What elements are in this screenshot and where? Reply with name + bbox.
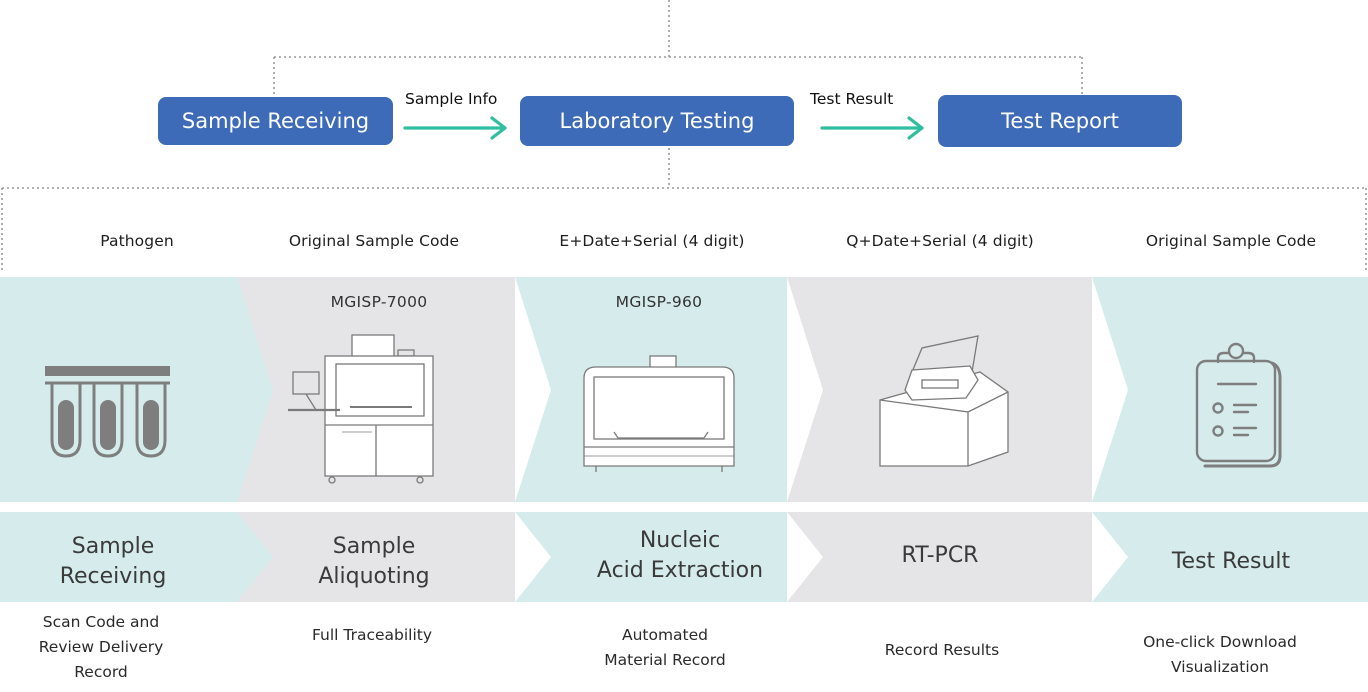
lower-band <box>0 512 1368 602</box>
laboratory-testing-box: Laboratory Testing <box>520 96 794 146</box>
model-label-mgisp-7000: MGISP-7000 <box>330 293 428 311</box>
sample-info-label: Sample Info <box>405 90 498 108</box>
model-label-mgisp-960: MGISP-960 <box>615 293 703 311</box>
mgisp-960-instrument-icon <box>583 355 735 472</box>
sample-receiving-box: Sample Receiving <box>158 97 393 145</box>
pcr-machine-icon <box>879 335 1009 467</box>
test-result-arrow-label: Test Result <box>810 90 894 108</box>
column-header-e-date-serial: E+Date+Serial (4 digit) <box>559 232 745 250</box>
col1-lower-bg <box>0 512 274 602</box>
mgisp-7000-instrument-icon <box>288 334 434 484</box>
arrow-sample-info <box>403 116 507 140</box>
top-dotted-connector <box>273 0 1083 96</box>
test-tubes-icon <box>45 366 170 458</box>
description-full-traceability: Full Traceability <box>311 626 433 644</box>
mid-dotted-connector <box>1 148 1367 270</box>
column-header-original-sample-code-2: Original Sample Code <box>1145 232 1317 250</box>
column-header-q-date-serial: Q+Date+Serial (4 digit) <box>846 232 1034 250</box>
step-label-nucleic-acid-extraction: Nucleic Acid Extraction <box>596 528 764 583</box>
arrow-test-result <box>820 116 924 140</box>
col4-lower-bg <box>787 512 1092 602</box>
step-label-test-result: Test Result <box>1171 549 1291 574</box>
clipboard-report-icon <box>1195 342 1282 468</box>
test-report-box: Test Report <box>938 95 1182 147</box>
step-label-rt-pcr: RT-PCR <box>901 543 979 568</box>
description-record-results: Record Results <box>884 641 1000 659</box>
step-label-sample-receiving: Sample Receiving <box>59 534 167 589</box>
column-header-original-sample-code: Original Sample Code <box>288 232 460 250</box>
column-header-pathogen: Pathogen <box>100 232 174 250</box>
description-automated-material-record: Automated Material Record <box>604 625 726 669</box>
description-one-click-download: One-click Download Visualization <box>1143 632 1297 676</box>
step-label-sample-aliquoting: Sample Aliquoting <box>318 534 430 589</box>
col5-lower-bg <box>1092 512 1368 602</box>
col3-lower-bg <box>515 512 787 602</box>
description-scan-code: Scan Code and Review Delivery Record <box>38 613 164 681</box>
col2-lower-bg <box>237 512 515 602</box>
